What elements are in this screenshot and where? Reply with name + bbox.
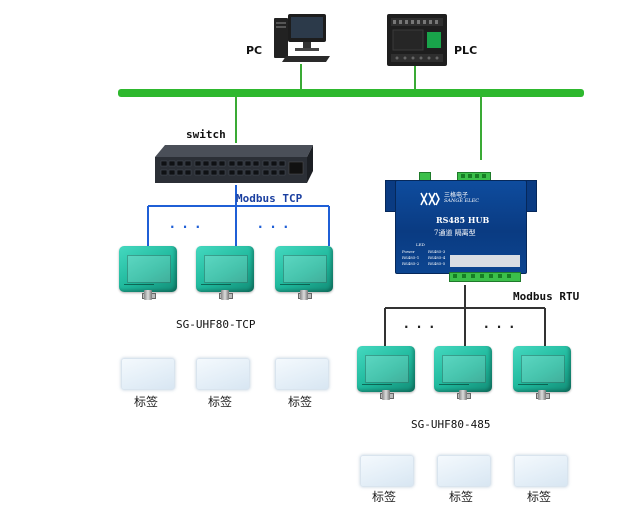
tag-label: 标签 <box>208 395 233 409</box>
hub-led-ch2: RS485-2 <box>402 261 420 266</box>
hub-bottom-terminal <box>449 272 521 282</box>
uhf-reader-icon <box>434 346 492 401</box>
uhf-reader-icon <box>357 346 415 401</box>
hub-body: 三格电子 SANGE ELEC RS485 HUB 7通道 隔离型 LED Po… <box>395 180 527 274</box>
hub-brand-cn: 三格电子 <box>444 192 469 199</box>
switch-label: switch <box>186 128 226 141</box>
rtu-links <box>384 285 546 346</box>
rfid-tag-icon <box>196 358 250 390</box>
hub-led-title: LED <box>416 242 425 247</box>
hub-channel-strip <box>450 255 520 267</box>
uhf-reader-icon <box>196 246 254 301</box>
ethernet-bus <box>118 89 584 97</box>
pc-icon <box>274 12 332 64</box>
uhf-reader-icon <box>275 246 333 301</box>
tcp-reader-group-label: SG-UHF80-TCP <box>176 318 256 331</box>
tag-label: 标签 <box>372 490 397 504</box>
hub-model: RS485 HUB <box>436 215 490 225</box>
hub-subtitle: 7通道 隔离型 <box>434 229 476 237</box>
uhf-reader-icon <box>119 246 177 301</box>
tcp-ellipsis-left: · · · <box>170 220 203 234</box>
hub-led-ch1: RS485-1 <box>402 255 420 260</box>
rtu-ellipsis-right: · · · <box>484 320 517 334</box>
hub-logo-icon <box>420 191 440 206</box>
rfid-tag-icon <box>275 358 329 390</box>
hub-led-ch3: RS485-3 <box>428 249 446 254</box>
tcp-ellipsis-right: · · · <box>258 220 291 234</box>
tag-label: 标签 <box>288 395 313 409</box>
modbus-tcp-label: Modbus TCP <box>236 192 303 205</box>
rfid-tag-icon <box>360 455 414 487</box>
rs485-reader-group-label: SG-UHF80-485 <box>411 418 491 431</box>
tag-label: 标签 <box>449 490 474 504</box>
tcp-links <box>147 185 330 246</box>
hub-led-power: Power <box>402 249 415 254</box>
tag-label: 标签 <box>527 490 552 504</box>
plc-label: PLC <box>454 44 478 57</box>
switch-icon <box>153 143 319 185</box>
pc-label: PC <box>246 44 263 57</box>
hub-led-ch4: RS485-4 <box>428 255 446 260</box>
hub-brand-en: SANGE ELEC <box>444 198 480 204</box>
rfid-tag-icon <box>514 455 568 487</box>
uhf-reader-icon <box>513 346 571 401</box>
hub-led-ch5: RS485-5 <box>428 261 446 266</box>
rfid-tag-icon <box>121 358 175 390</box>
rtu-ellipsis-left: · · · <box>404 320 437 334</box>
rs485-hub-icon: 三格电子 SANGE ELEC RS485 HUB 7通道 隔离型 LED Po… <box>385 172 537 282</box>
tag-label: 标签 <box>134 395 159 409</box>
modbus-rtu-label: Modbus RTU <box>513 290 580 303</box>
plc-icon <box>387 14 447 66</box>
rfid-tag-icon <box>437 455 491 487</box>
